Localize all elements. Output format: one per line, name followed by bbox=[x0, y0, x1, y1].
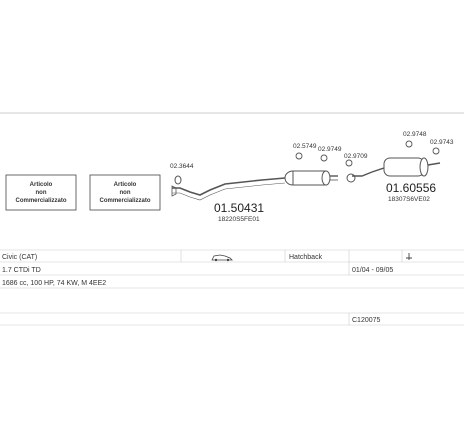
info-table bbox=[0, 249, 464, 326]
rear-box-number: 01.60556 bbox=[386, 181, 436, 195]
not-for-sale-box-2: Articolo non Commercializzato bbox=[89, 174, 161, 211]
hanger-4[interactable]: 02.9748 bbox=[403, 131, 427, 148]
middle-pipe[interactable]: 01.50431 18220S5FE01 bbox=[171, 170, 338, 223]
box-1-line-3: Commercializzato bbox=[15, 198, 66, 204]
hanger-3[interactable]: 02.9709 bbox=[344, 153, 368, 167]
middle-pipe-oem: 18220S5FE01 bbox=[218, 216, 260, 223]
box-2-line-3: Commercializzato bbox=[99, 198, 150, 204]
front-clamp-number: 02.3644 bbox=[170, 163, 194, 170]
hanger-4-number: 02.9748 bbox=[403, 131, 427, 138]
period-cell: 01/04 - 09/05 bbox=[352, 267, 393, 274]
box-1-line-1: Articolo bbox=[30, 182, 53, 188]
hanger-1[interactable]: 02.5749 bbox=[293, 143, 317, 160]
box-1-line-2: non bbox=[36, 190, 47, 196]
hanger-1-number: 02.5749 bbox=[293, 143, 317, 150]
hanger-5[interactable]: 02.9743 bbox=[430, 139, 454, 155]
tailpipe-icon bbox=[406, 253, 412, 260]
not-for-sale-box-1: Articolo non Commercializzato bbox=[5, 174, 77, 211]
rear-box[interactable]: 01.60556 18307S6VE02 bbox=[346, 157, 441, 203]
middle-pipe-number: 01.50431 bbox=[214, 201, 264, 215]
hanger-5-number: 02.9743 bbox=[430, 139, 454, 146]
hanger-2-number: 02.9749 bbox=[318, 146, 342, 153]
hanger-3-number: 02.9709 bbox=[344, 153, 368, 160]
code-cell: C120075 bbox=[352, 317, 381, 324]
front-pipe-clamp[interactable]: 02.3644 bbox=[170, 163, 194, 185]
hanger-2[interactable]: 02.9749 bbox=[318, 146, 342, 162]
box-2-line-2: non bbox=[120, 190, 131, 196]
model-cell: Civic (CAT) bbox=[2, 254, 37, 261]
body-type-cell: Hatchback bbox=[289, 254, 323, 261]
engine-cell: 1.7 CTDi TD bbox=[2, 267, 41, 274]
box-2-line-1: Articolo bbox=[114, 182, 137, 188]
rear-box-oem: 18307S6VE02 bbox=[388, 196, 430, 203]
spec-cell: 1686 cc, 100 HP, 74 KW, M 4EE2 bbox=[2, 280, 106, 287]
car-icon bbox=[211, 254, 233, 262]
